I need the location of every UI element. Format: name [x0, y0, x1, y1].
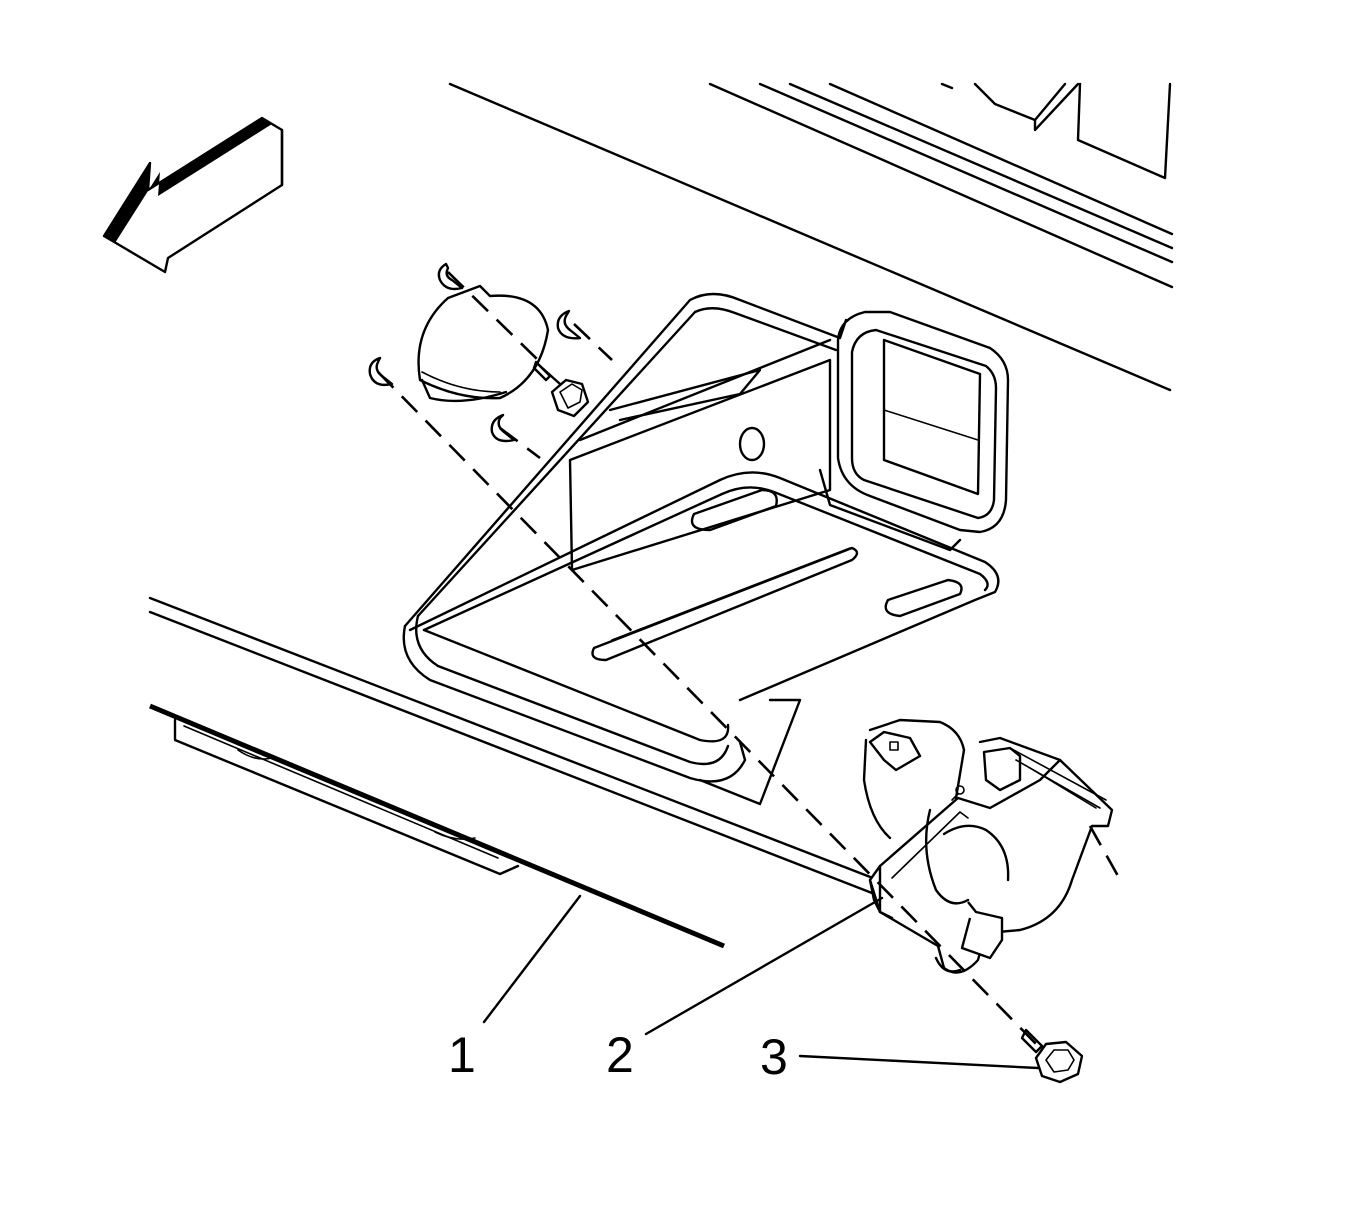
callout-2-leader — [644, 896, 884, 1036]
forward-arrow-icon — [102, 116, 284, 274]
callout-3-leader — [798, 1054, 1040, 1070]
trailer-hitch-receiver — [402, 292, 1010, 783]
harness-cap-assembly — [368, 262, 613, 460]
frame-crossmember — [148, 596, 880, 949]
trailer-connector — [862, 718, 1114, 974]
callout-1-label: 1 — [448, 1027, 476, 1083]
installation-path-line — [377, 371, 1043, 1051]
callout-2-label: 2 — [606, 1027, 634, 1083]
callout-1-leader — [482, 894, 582, 1024]
vehicle-body-outline — [448, 82, 1174, 392]
callout-3-label: 3 — [760, 1029, 788, 1085]
mounting-bolt — [1020, 1028, 1084, 1084]
